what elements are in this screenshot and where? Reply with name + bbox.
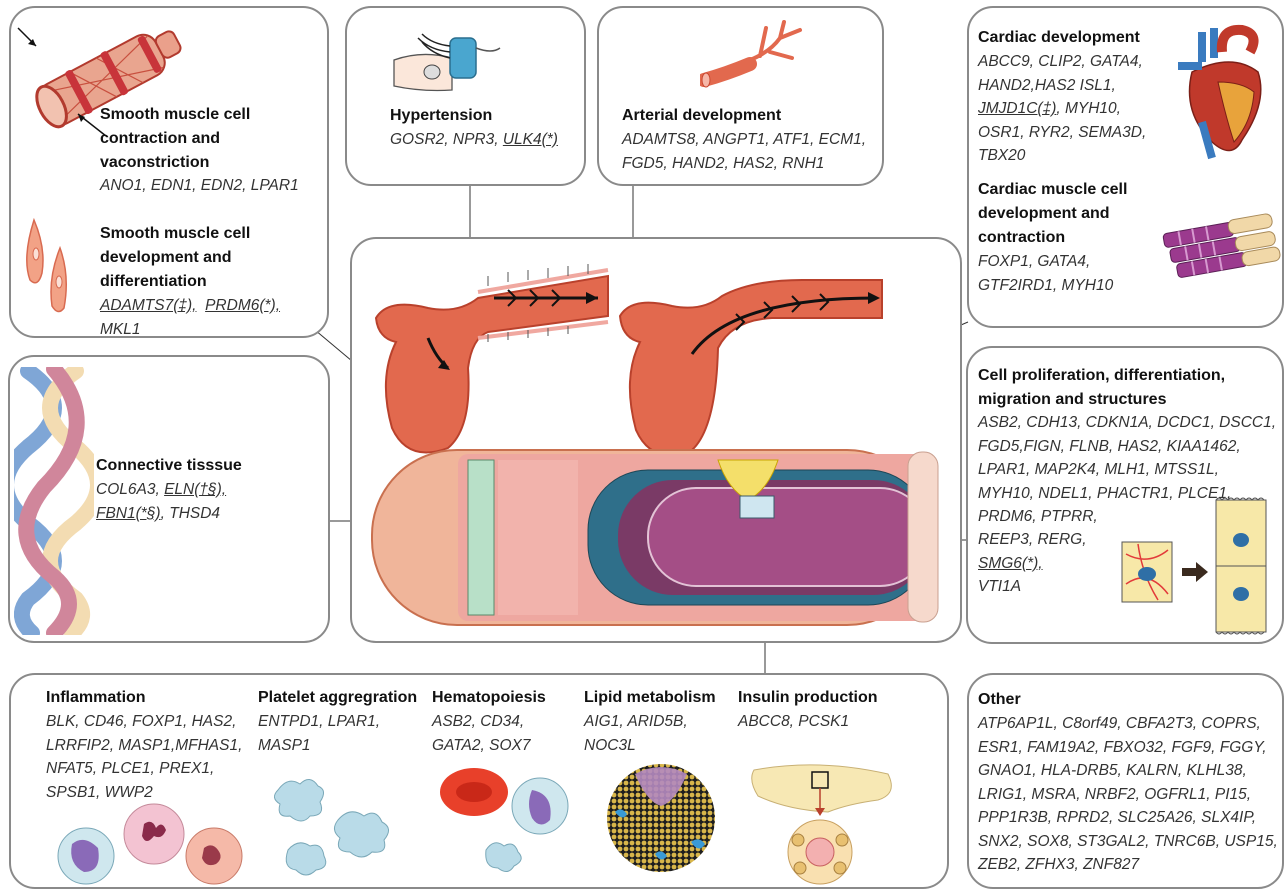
- gene-eln: ELN(†§),: [164, 481, 226, 498]
- heart-artery-diagram-right: [612, 258, 897, 468]
- cardiac-muscle-genes: FOXP1, GATA4, GTF2IRD1, MYH10: [978, 250, 1148, 297]
- gene-adamts7: ADAMTS7(‡),: [100, 297, 196, 314]
- platelet-genes: ENTPD1, LPAR1, MASP1: [258, 710, 408, 757]
- heart-artery-diagram-left: [368, 258, 618, 463]
- heart-illustration: [1172, 22, 1272, 162]
- gene-thsd4: , THSD4: [161, 505, 220, 522]
- cell-differentiation-illustration: [1118, 494, 1273, 639]
- blood-pressure-cuff-illustration: [392, 20, 502, 95]
- collagen-helix-illustration: [14, 367, 94, 635]
- pancreas-islet-illustration: [748, 760, 898, 886]
- smooth-muscle-development-genes: ADAMTS7(‡), PRDM6(*), MKL1: [100, 294, 325, 341]
- platelet-title: Platelet aggregration: [258, 686, 417, 710]
- arterial-development-title: Arterial development: [622, 104, 781, 128]
- hypertension-gene-list: GOSR2, NPR3,: [390, 131, 499, 148]
- blood-cells-illustration: [436, 764, 584, 884]
- branching-artery-illustration: [700, 18, 810, 88]
- lipid-metabolism-title: Lipid metabolism: [584, 686, 716, 710]
- other-genes: ATP6AP1L, C8orf49, CBFA2T3, COPRS, ESR1,…: [978, 712, 1278, 877]
- smooth-muscle-cells-illustration: [20, 218, 80, 318]
- platelets-illustration: [268, 760, 418, 885]
- arterial-development-genes: ADAMTS8, ANGPT1, ATF1, ECM1, FGD5, HAND2…: [622, 128, 877, 175]
- lipoprotein-illustration: [605, 762, 717, 874]
- insulin-production-title: Insulin production: [738, 686, 878, 710]
- artery-cross-section-illustration: [368, 440, 948, 635]
- hematopoiesis-title: Hematopoiesis: [432, 686, 546, 710]
- cardiac-development-genes: ABCC9, CLIP2, GATA4, HAND2,HAS2 ISL1, JM…: [978, 50, 1168, 168]
- gene-jmjd1c: JMJD1C(‡): [978, 100, 1056, 117]
- cardiac-development-title: Cardiac development: [978, 26, 1140, 50]
- inflammation-title: Inflammation: [46, 686, 146, 710]
- gene-ulk4: ULK4(*): [503, 131, 558, 148]
- insulin-production-genes: ABCC8, PCSK1: [738, 710, 888, 734]
- gene-vti1a: VTI1A: [978, 578, 1021, 595]
- gene-fbn1: FBN1(*§): [96, 505, 161, 522]
- immune-cells-illustration: [54, 798, 249, 886]
- inflammation-genes: BLK, CD46, FOXP1, HAS2, LRRFIP2, MASP1,M…: [46, 710, 256, 804]
- gene-mkl1: MKL1: [100, 321, 141, 338]
- smooth-muscle-contraction-genes: ANO1, EDN1, EDN2, LPAR1: [100, 174, 300, 198]
- smooth-muscle-contraction-title: Smooth muscle cell contraction and vacon…: [100, 103, 310, 175]
- cardiac-muscle-fibers-illustration: [1162, 212, 1282, 284]
- cell-proliferation-genes-2: REEP3, RERG, SMG6(*), VTI1A: [978, 528, 1118, 599]
- other-title: Other: [978, 688, 1021, 712]
- cardiac-muscle-title: Cardiac muscle cell development and cont…: [978, 178, 1148, 250]
- cell-prolif-gene-list-2: REEP3, RERG,: [978, 531, 1087, 548]
- hematopoiesis-genes: ASB2, CD34, GATA2, SOX7: [432, 710, 572, 757]
- gene-col6a3: COL6A3,: [96, 481, 160, 498]
- smooth-muscle-development-title: Smooth muscle cell development and diffe…: [100, 222, 310, 294]
- lipid-metabolism-genes: AIG1, ARID5B, NOC3L: [584, 710, 724, 757]
- cell-proliferation-title: Cell proliferation, differentiation, mig…: [978, 364, 1278, 412]
- connective-tissue-genes: COL6A3, ELN(†§), FBN1(*§), THSD4: [96, 478, 324, 525]
- hypertension-genes: GOSR2, NPR3, ULK4(*): [390, 128, 580, 152]
- connective-tissue-title: Connective tisssue: [96, 454, 242, 478]
- cardiac-gene-list-1: ABCC9, CLIP2, GATA4, HAND2,HAS2 ISL1,: [978, 53, 1143, 94]
- gene-smg6: SMG6(*),: [978, 555, 1043, 572]
- hypertension-title: Hypertension: [390, 104, 492, 128]
- gene-prdm6: PRDM6(*),: [205, 297, 280, 314]
